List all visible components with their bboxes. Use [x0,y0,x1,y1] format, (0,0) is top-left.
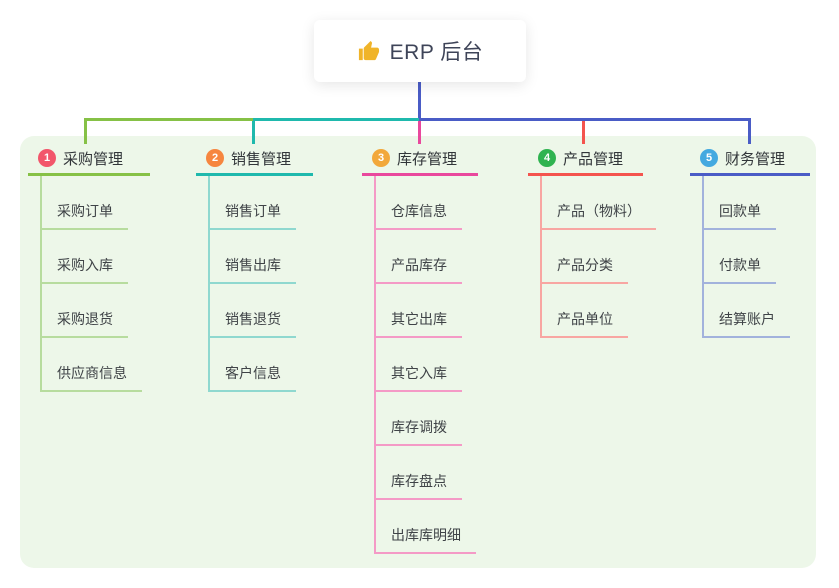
connector-drop-product [582,121,585,144]
node-product-material[interactable]: 产品（物料） [540,176,656,230]
connector-drop-inventory [418,121,421,144]
branch-title-finance[interactable]: 5 财务管理 [690,143,810,176]
node-warehouse-info[interactable]: 仓库信息 [374,176,462,230]
branch-title-product[interactable]: 4 产品管理 [528,143,643,176]
node-receipt-bill[interactable]: 回款单 [702,176,776,230]
node-product-stock[interactable]: 产品库存 [374,230,462,284]
node-supplier-info[interactable]: 供应商信息 [40,338,142,392]
node-settlement-account[interactable]: 结算账户 [702,284,790,338]
branch-inventory: 3 库存管理 仓库信息 产品库存 其它出库 其它入库 库存调拨 库存盘点 出库库… [362,143,478,554]
branch-finance: 5 财务管理 回款单 付款单 结算账户 [690,143,810,338]
branch-title-purchase[interactable]: 1 采购管理 [28,143,150,176]
node-stock-count[interactable]: 库存盘点 [374,446,462,500]
node-sales-return[interactable]: 销售退货 [208,284,296,338]
branch-purchase: 1 采购管理 采购订单 采购入库 采购退货 供应商信息 [28,143,150,392]
connector-horizontal-green [84,118,253,121]
connector-drop-finance [748,118,751,144]
branch-label: 销售管理 [231,150,292,168]
node-purchase-return[interactable]: 采购退货 [40,284,128,338]
connector-horizontal-indigo [419,118,751,121]
connector-root-drop [418,81,421,121]
node-stock-transfer[interactable]: 库存调拨 [374,392,462,446]
root-title: ERP 后台 [389,41,484,64]
badge-4: 4 [538,149,556,167]
node-other-inbound[interactable]: 其它入库 [374,338,462,392]
connector-drop-sales [252,121,255,144]
branch-title-inventory[interactable]: 3 库存管理 [362,143,478,176]
branch-children: 仓库信息 产品库存 其它出库 其它入库 库存调拨 库存盘点 出库库明细 [362,176,478,554]
node-purchase-inbound[interactable]: 采购入库 [40,230,128,284]
child-connector-line [208,176,210,392]
node-outbound-detail[interactable]: 出库库明细 [374,500,476,554]
branch-label: 产品管理 [563,150,624,168]
node-purchase-order[interactable]: 采购订单 [40,176,128,230]
branch-product: 4 产品管理 产品（物料） 产品分类 产品单位 [528,143,656,338]
branch-children: 产品（物料） 产品分类 产品单位 [528,176,656,338]
node-product-category[interactable]: 产品分类 [540,230,628,284]
connector-drop-purchase [84,118,87,144]
branch-children: 采购订单 采购入库 采购退货 供应商信息 [28,176,150,392]
badge-2: 2 [206,149,224,167]
child-connector-line [40,176,42,392]
badge-5: 5 [700,149,718,167]
child-connector-line [702,176,704,338]
connector-horizontal-teal [253,118,419,121]
root-node-erp[interactable]: ERP 后台 [314,20,526,82]
badge-1: 1 [38,149,56,167]
branch-title-sales[interactable]: 2 销售管理 [196,143,313,176]
branch-sales: 2 销售管理 销售订单 销售出库 销售退货 客户信息 [196,143,313,392]
badge-3: 3 [372,149,390,167]
node-product-unit[interactable]: 产品单位 [540,284,628,338]
branches-panel [20,136,816,568]
branch-children: 回款单 付款单 结算账户 [690,176,810,338]
branch-label: 库存管理 [397,150,458,168]
child-connector-line [540,176,542,338]
node-customer-info[interactable]: 客户信息 [208,338,296,392]
node-payment-bill[interactable]: 付款单 [702,230,776,284]
branch-label: 财务管理 [725,150,786,168]
child-connector-line [374,176,376,554]
node-other-outbound[interactable]: 其它出库 [374,284,462,338]
branch-children: 销售订单 销售出库 销售退货 客户信息 [196,176,313,392]
thumbs-up-icon [358,40,379,60]
node-sales-outbound[interactable]: 销售出库 [208,230,296,284]
branch-label: 采购管理 [63,150,124,168]
node-sales-order[interactable]: 销售订单 [208,176,296,230]
